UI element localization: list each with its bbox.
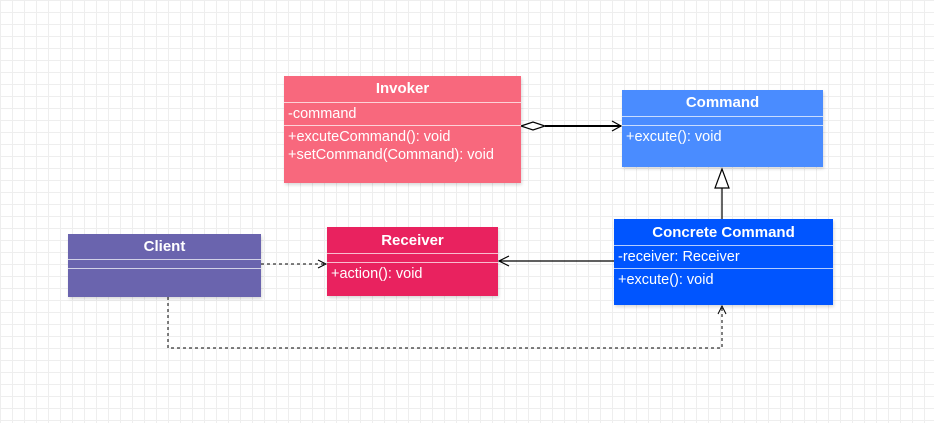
class-receiver[interactable]: Receiver +action(): void: [327, 227, 498, 296]
dependency-client-concrete[interactable]: [167, 297, 727, 349]
class-client[interactable]: Client: [68, 234, 261, 297]
methods: +excute(): void: [622, 126, 823, 148]
class-invoker[interactable]: Invoker -command +excuteCommand(): void …: [284, 76, 521, 183]
attribute: -receiver: Receiver: [618, 249, 740, 265]
methods: +excuteCommand(): void +setCommand(Comma…: [284, 126, 521, 166]
class-name: Invoker: [284, 76, 521, 103]
attributes: -receiver: Receiver: [614, 246, 833, 269]
class-command[interactable]: Command +excute(): void: [622, 90, 823, 167]
generalization-concrete-command[interactable]: [714, 167, 730, 219]
aggregation-invoker-command[interactable]: [519, 120, 623, 132]
class-name: Client: [68, 234, 261, 260]
dependency-client-receiver[interactable]: [261, 259, 328, 269]
method: +action(): void: [331, 266, 423, 282]
class-name: Concrete Command: [614, 219, 833, 246]
association-concrete-receiver[interactable]: [497, 255, 614, 267]
class-name: Command: [622, 90, 823, 117]
attributes: [622, 117, 823, 126]
attribute: -command: [288, 106, 357, 122]
method: +setCommand(Command): void: [288, 147, 494, 163]
method: +excuteCommand(): void: [288, 129, 451, 145]
methods: +action(): void: [327, 263, 498, 285]
attributes: [68, 260, 261, 269]
method: +excute(): void: [626, 129, 722, 145]
attributes: [327, 254, 498, 263]
method: +excute(): void: [618, 272, 714, 288]
class-name: Receiver: [327, 227, 498, 254]
class-concrete-command[interactable]: Concrete Command -receiver: Receiver +ex…: [614, 219, 833, 305]
methods: +excute(): void: [614, 269, 833, 291]
attributes: -command: [284, 103, 521, 126]
methods: [68, 269, 261, 273]
